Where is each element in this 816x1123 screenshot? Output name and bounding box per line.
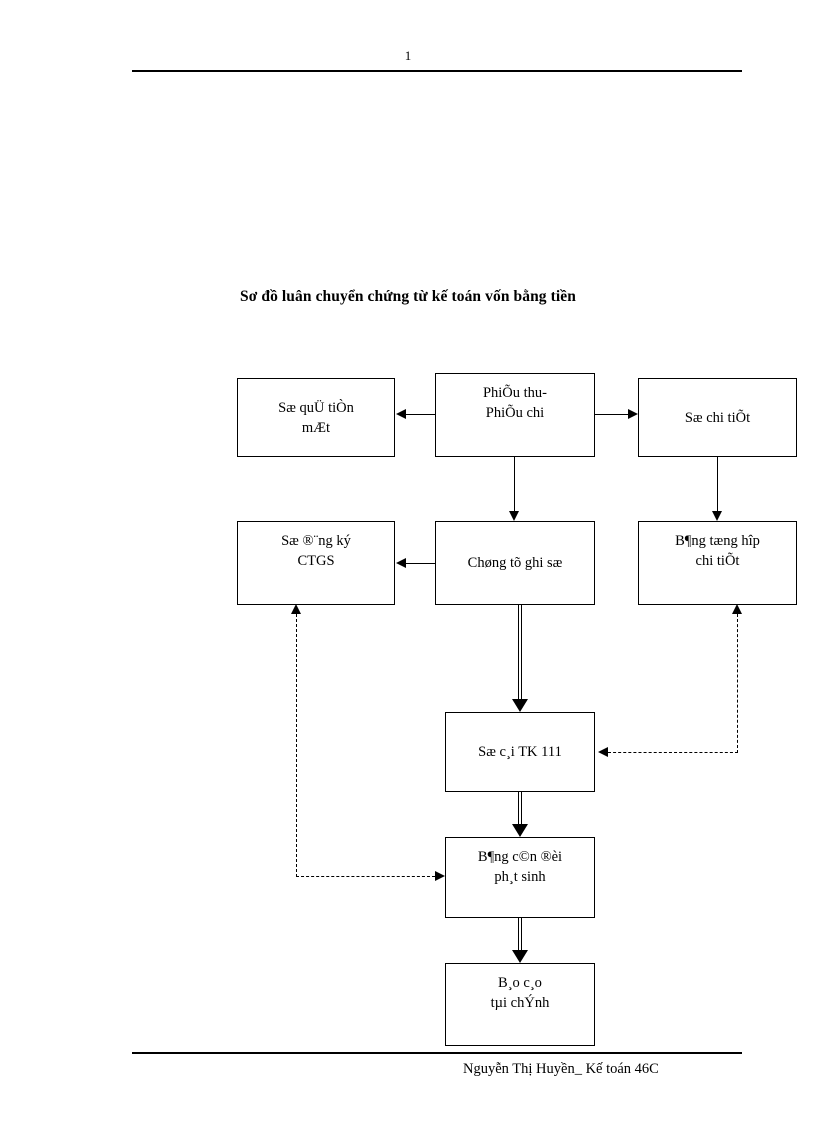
edge-bang-tong-to-so-cai-arrowhead-up	[732, 604, 742, 614]
page-number: 1	[404, 48, 412, 63]
node-label: B¶ng tæng hîp chi tiÕt	[675, 533, 760, 569]
node-chung-tu-ghi-so: Chøng tõ ghi sæ	[435, 521, 595, 605]
edge-bang-can-doi-to-bao-cao-arrowhead	[512, 950, 528, 963]
edge-so-dang-ky-to-bang-can-doi-dash-h	[296, 876, 435, 877]
footer-rule	[132, 1052, 742, 1054]
node-label: PhiÕu thu- PhiÕu chi	[482, 385, 548, 421]
edge-phieu-to-chung-tu-line	[514, 457, 515, 511]
edge-phieu-to-so-chi-tiet-arrowhead	[628, 409, 638, 419]
edge-so-chi-tiet-to-bang-tong-arrowhead	[712, 511, 722, 521]
edge-bang-tong-to-so-cai-dash-h	[608, 752, 738, 753]
node-bao-cao-tai-chinh: B¸o c¸o tµi chÝnh	[445, 963, 595, 1046]
node-bang-tong-hop-chi-tiet: B¶ng tæng hîp chi tiÕt	[638, 521, 797, 605]
node-so-cai-tk-111: Sæ c¸i TK 111	[445, 712, 595, 792]
node-so-chi-tiet: Sæ chi tiÕt	[638, 378, 797, 457]
node-label: Sæ quÜ tiÒn mÆt	[278, 399, 354, 436]
edge-so-dang-ky-to-bang-can-doi-arrowhead-right	[435, 871, 445, 881]
edge-bang-tong-to-so-cai-dash-v	[737, 614, 738, 753]
edge-phieu-to-so-quy-arrowhead	[396, 409, 406, 419]
edge-chung-tu-to-so-dang-ky-line	[406, 563, 435, 564]
edge-bang-can-doi-to-bao-cao-double-line	[518, 918, 522, 950]
edge-so-dang-ky-to-bang-can-doi-arrowhead-up	[291, 604, 301, 614]
edge-so-cai-to-bang-can-doi-arrowhead	[512, 824, 528, 837]
edge-phieu-to-so-chi-tiet-line	[595, 414, 628, 415]
edge-chung-tu-to-so-dang-ky-arrowhead	[396, 558, 406, 568]
node-so-dang-ky-ctgs: Sæ ®¨ng ký CTGS	[237, 521, 395, 605]
node-label: Chøng tõ ghi sæ	[467, 555, 563, 571]
edge-phieu-to-so-quy-line	[406, 414, 435, 415]
edge-phieu-to-chung-tu-arrowhead	[509, 511, 519, 521]
node-phieu-thu-chi: PhiÕu thu- PhiÕu chi	[435, 373, 595, 457]
edge-chung-tu-to-so-cai-arrowhead	[512, 699, 528, 712]
node-bang-can-doi-phat-sinh: B¶ng c©n ®èi ph¸t sinh	[445, 837, 595, 918]
page-title: Sơ đồ luân chuyển chứng từ kế toán vốn b…	[239, 288, 577, 305]
node-label: Sæ chi tiÕt	[684, 409, 751, 426]
edge-so-dang-ky-to-bang-can-doi-dash-v	[296, 614, 297, 877]
node-label: B¶ng c©n ®èi ph¸t sinh	[477, 849, 563, 885]
node-label: Sæ ®¨ng ký CTGS	[281, 533, 351, 569]
node-label: Sæ c¸i TK 111	[478, 744, 562, 760]
header-rule	[132, 70, 742, 72]
node-label: B¸o c¸o tµi chÝnh	[490, 975, 550, 1011]
node-so-quy-tien-mat: Sæ quÜ tiÒn mÆt	[237, 378, 395, 457]
edge-so-chi-tiet-to-bang-tong-line	[717, 457, 718, 511]
edge-chung-tu-to-so-cai-double-line	[518, 605, 522, 699]
edge-so-cai-to-bang-can-doi-double-line	[518, 792, 522, 824]
edge-bang-tong-to-so-cai-arrowhead-left	[598, 747, 608, 757]
footer-text: Nguyễn Thị Huyền_ Kế toán 46C	[463, 1061, 659, 1077]
